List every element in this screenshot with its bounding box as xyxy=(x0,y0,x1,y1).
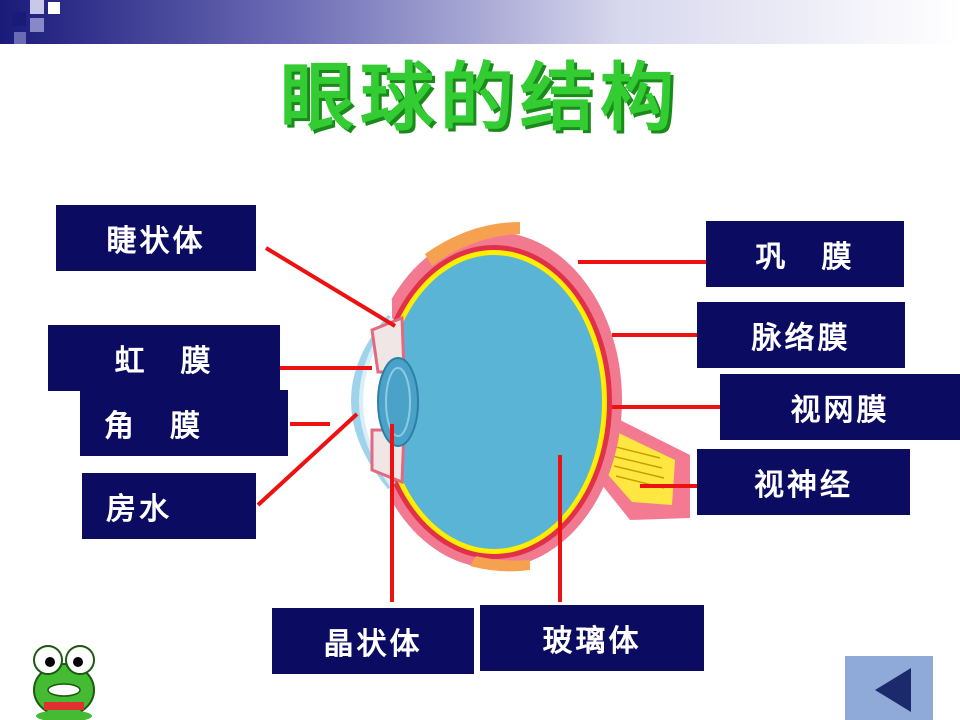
leader-lines xyxy=(256,246,720,602)
eye-muscle-lower xyxy=(470,556,530,572)
decor-square xyxy=(30,18,44,32)
back-button[interactable] xyxy=(845,656,933,720)
back-arrow-icon xyxy=(875,668,911,712)
eye-muscle-upper xyxy=(425,222,520,266)
label-cornea: 角 膜 xyxy=(80,390,288,456)
label-aqueous-humor: 房水 xyxy=(82,473,256,539)
label-ciliary-body: 睫状体 xyxy=(56,205,256,271)
label-retina: 视网膜 xyxy=(720,374,960,440)
vitreous-body xyxy=(386,255,602,549)
page-title: 眼球的结构 xyxy=(280,55,680,141)
lens xyxy=(377,357,419,447)
decor-square xyxy=(48,2,60,14)
header-gradient-bar xyxy=(0,0,960,44)
label-optic-nerve: 视神经 xyxy=(697,449,910,515)
decor-square xyxy=(12,12,26,26)
label-vitreous-body: 玻璃体 xyxy=(480,605,704,671)
label-lens: 晶状体 xyxy=(272,608,474,674)
decor-square xyxy=(14,32,26,44)
label-choroid: 脉络膜 xyxy=(697,302,905,368)
label-sclera: 巩 膜 xyxy=(706,221,904,287)
decor-square xyxy=(30,0,44,14)
label-iris: 虹 膜 xyxy=(48,325,280,391)
frog-mascot-icon xyxy=(33,645,95,720)
